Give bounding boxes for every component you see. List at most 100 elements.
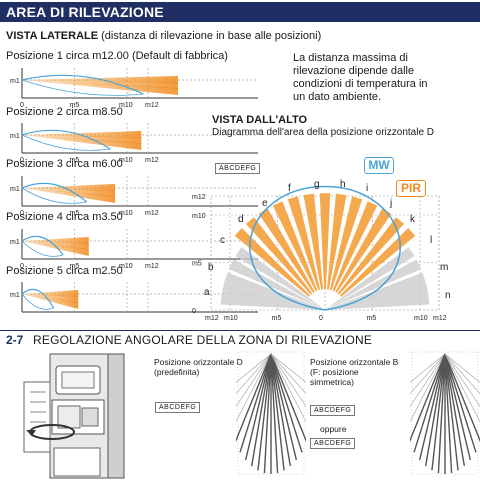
fan-ray (410, 353, 446, 443)
pos-b-strip-1: ABCDEFG (310, 405, 356, 416)
zone-letter-l: l (430, 235, 432, 246)
pir-beam (22, 131, 142, 138)
axis-m5: m5 (70, 263, 80, 270)
axis-m10: m10 (119, 210, 133, 217)
pir-beam (22, 241, 89, 256)
x-tick: m10 (224, 315, 238, 322)
pir-beam (22, 135, 142, 150)
mw-curve (21, 288, 55, 309)
position-5-label: Posizione 5 circa m2.50 (6, 265, 123, 277)
fan-ray (270, 353, 306, 383)
fan-ray (437, 353, 446, 474)
pos-b-strip-2: ABCDEFG (310, 438, 356, 449)
fan-ray (444, 353, 453, 474)
pir-zone (287, 196, 321, 291)
fan-ray (270, 353, 279, 474)
pos-d-strip: ABCDEFG (155, 402, 201, 413)
inactive-zone (325, 247, 415, 310)
axis-m5: m5 (70, 210, 80, 217)
axis-m10: m10 (119, 157, 133, 164)
axis-m10: m10 (119, 263, 133, 270)
pir-beam (22, 184, 115, 191)
pir-beam (22, 188, 115, 203)
zone-letter-m: m (440, 262, 448, 273)
fan-ray (444, 353, 466, 467)
axis-m10: m10 (119, 102, 133, 109)
x-tick: m12 (433, 315, 447, 322)
zone-letter-i: i (366, 183, 368, 194)
fan-ray (263, 353, 272, 474)
fan-diagram-d (236, 351, 306, 475)
zone-letter-f: f (288, 183, 291, 194)
fan-ray (410, 353, 446, 408)
pos-b-sub1: (F: posizione (310, 367, 359, 377)
axis-m5: m5 (70, 157, 80, 164)
fan-ray (444, 353, 480, 408)
y-tick: m12 (192, 194, 206, 201)
zone-letter-n: n (445, 290, 451, 301)
pos-b-label: Posizione orizzontale B (310, 357, 399, 367)
pos-d-sub: (predefinita) (154, 367, 200, 377)
zone-letter-h: h (340, 179, 346, 190)
fan-ray (270, 353, 306, 423)
position-3-label: Posizione 3 circa m6.00 (6, 158, 123, 170)
fan-ray (270, 353, 303, 453)
fan-ray (239, 353, 272, 453)
sensor-strip: ABCDEFG (215, 163, 261, 174)
fan-ray (418, 353, 446, 461)
axis-zero: 0 (20, 263, 24, 270)
x-tick: m12 (205, 315, 219, 322)
axis-zero: 0 (20, 157, 24, 164)
fan-ray (236, 353, 272, 443)
fan-ray (250, 353, 272, 467)
fan-ray (270, 353, 306, 408)
axis-m1: m1 (10, 78, 20, 85)
axis-m1: m1 (10, 292, 20, 299)
fan-ray (270, 353, 306, 443)
inactive-zone (325, 259, 422, 310)
fan-ray (257, 353, 272, 471)
pos-b-sub2: simmetrica) (310, 377, 354, 387)
x-tick: m5 (272, 315, 282, 322)
position-4-label: Posizione 4 circa m3.50 (6, 211, 123, 223)
detection-description: La distanza massima di rilevazione dipen… (293, 52, 428, 103)
fan-ray (244, 353, 272, 461)
pir-zone (335, 208, 392, 293)
x-tick: 0 (319, 315, 323, 322)
section-title: AREA DI RILEVAZIONE (6, 4, 164, 20)
axis-zero: 0 (20, 102, 24, 109)
inactive-zone (220, 293, 325, 310)
axis-zero: 0 (20, 210, 24, 217)
pir-zone (332, 201, 378, 292)
section-number: 2-7 (6, 333, 24, 347)
fan-ray (236, 353, 272, 395)
pir-zone (258, 208, 315, 293)
oppure-label: oppure (320, 424, 347, 434)
pir-zone (245, 217, 313, 295)
axis-m12: m12 (145, 102, 159, 109)
fan-ray (444, 353, 480, 383)
axis-m12: m12 (145, 210, 159, 217)
sensor-device-illustration (23, 353, 125, 479)
pir-zone (329, 196, 363, 291)
section-2-7-header: 2-7 REGOLAZIONE ANGOLARE DELLA ZONA DI R… (0, 330, 480, 348)
fan-ray (444, 353, 480, 423)
fan-ray (444, 353, 480, 395)
axis-m12: m12 (145, 157, 159, 164)
fan-ray (236, 353, 272, 383)
pir-zone (339, 227, 416, 297)
y-tick: 0 (192, 308, 196, 315)
pir-badge: PIR (396, 180, 426, 197)
fan-ray (270, 353, 306, 395)
position-2-label: Posizione 2 circa m8.50 (6, 106, 123, 118)
axis-m1: m1 (10, 186, 20, 193)
mw-curve-lower (21, 240, 64, 257)
inactive-zone (235, 247, 325, 310)
axis-m1: m1 (10, 133, 20, 140)
pos-d-label: Posizione orizzontale D (154, 357, 243, 367)
zone-letter-a: a (204, 287, 210, 298)
